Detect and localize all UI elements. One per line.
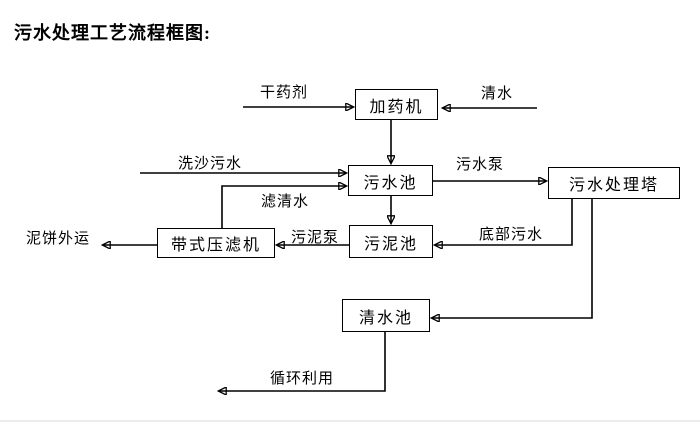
label-recycling: 循环利用 bbox=[269, 371, 334, 387]
page-title: 污水处理工艺流程框图: bbox=[14, 23, 211, 43]
label-sewage-pump: 污水泵 bbox=[455, 157, 504, 173]
label-sand-washing-sewage: 洗沙污水 bbox=[177, 156, 242, 172]
label-dry-chemical: 干药剂 bbox=[259, 85, 308, 101]
node-clean-water-pool: 清水池 bbox=[342, 299, 430, 332]
label-bottom-sewage: 底部污水 bbox=[478, 227, 543, 243]
node-sludge-pool: 污泥池 bbox=[349, 225, 433, 258]
label-sludge-pump: 污泥泵 bbox=[290, 230, 339, 246]
node-belt-filter-press: 带式压滤机 bbox=[157, 228, 275, 258]
node-dosing-machine: 加药机 bbox=[355, 89, 438, 120]
node-sewage-treatment-tower: 污水处理塔 bbox=[548, 167, 680, 199]
label-clean-water: 清水 bbox=[480, 86, 513, 102]
arrow-tower-to-clean-pool bbox=[432, 199, 593, 318]
label-mud-cake-transport: 泥饼外运 bbox=[25, 231, 90, 247]
label-filtered-water: 滤清水 bbox=[260, 194, 309, 210]
node-sewage-pool: 污水池 bbox=[348, 165, 433, 196]
